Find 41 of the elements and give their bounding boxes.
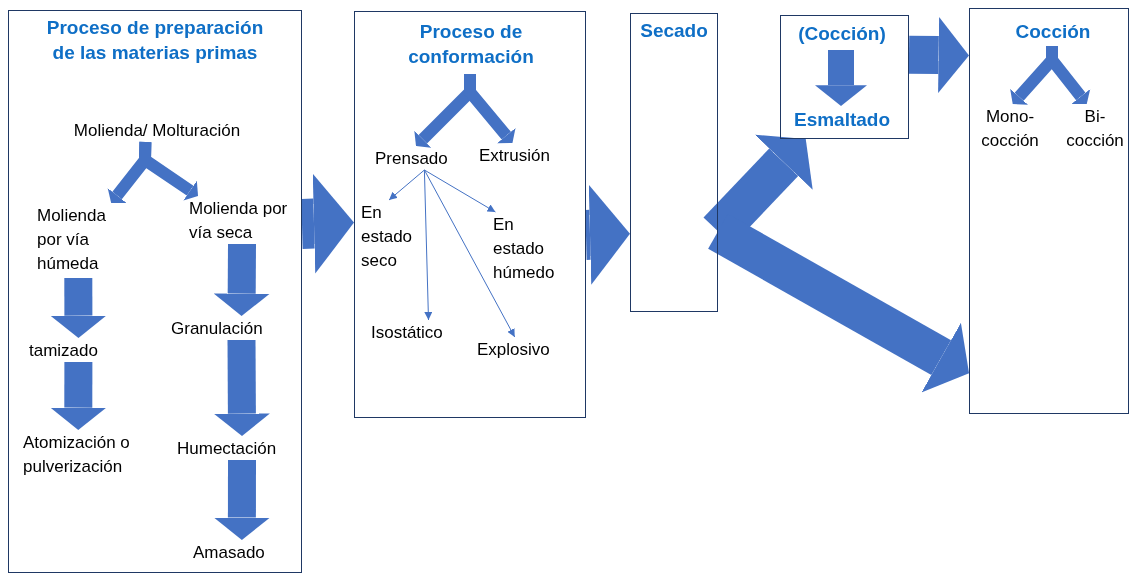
block-arrow [50,361,107,430]
block-arrow [213,460,270,540]
block-arrow [50,277,107,338]
block-arrow [213,243,270,316]
stage-heading: Proceso de preparación de las materias primas [45,16,265,65]
stage-heading: (Cocción) [787,21,897,51]
step-label: Isostático [371,321,461,345]
step-label: Explosivo [477,338,563,362]
step-label: En estado seco [361,201,419,277]
step-label: Molienda/ Molturación [51,119,263,143]
block-arrow [815,50,867,106]
arrow [423,169,516,338]
step-label: Humectación [177,437,297,461]
arrow [423,169,433,321]
block-arrow [908,17,969,94]
block-arrow [138,141,199,201]
stage-heading: Esmaltado [787,107,897,137]
step-label: Bi- cocción [1059,105,1130,153]
step-label: Molienda por vía húmeda [37,204,131,279]
step-label: Molienda por vía seca [189,197,289,245]
stage-box [630,13,718,312]
arrow [388,169,425,201]
step-label: Extrusión [479,144,565,168]
step-label: tamizado [29,339,113,363]
block-arrow [213,339,270,436]
step-label: Amasado [193,541,279,565]
step-label: Atomización o pulverización [23,431,151,479]
stage-heading: Secado [639,19,709,43]
step-label: Prensado [375,147,459,171]
step-label: Mono- cocción [973,105,1047,153]
stage-heading: Proceso de conformación [381,19,561,75]
block-arrow [301,173,354,274]
stage-box [354,11,586,418]
arrow [423,169,496,213]
stage-heading: Cocción [991,19,1115,47]
stage-box [780,15,909,139]
stage-box [8,10,302,573]
step-label: En estado húmedo [493,213,561,289]
step-label: Granulación [171,317,281,341]
block-arrow [585,184,630,285]
stage-box [969,8,1129,414]
